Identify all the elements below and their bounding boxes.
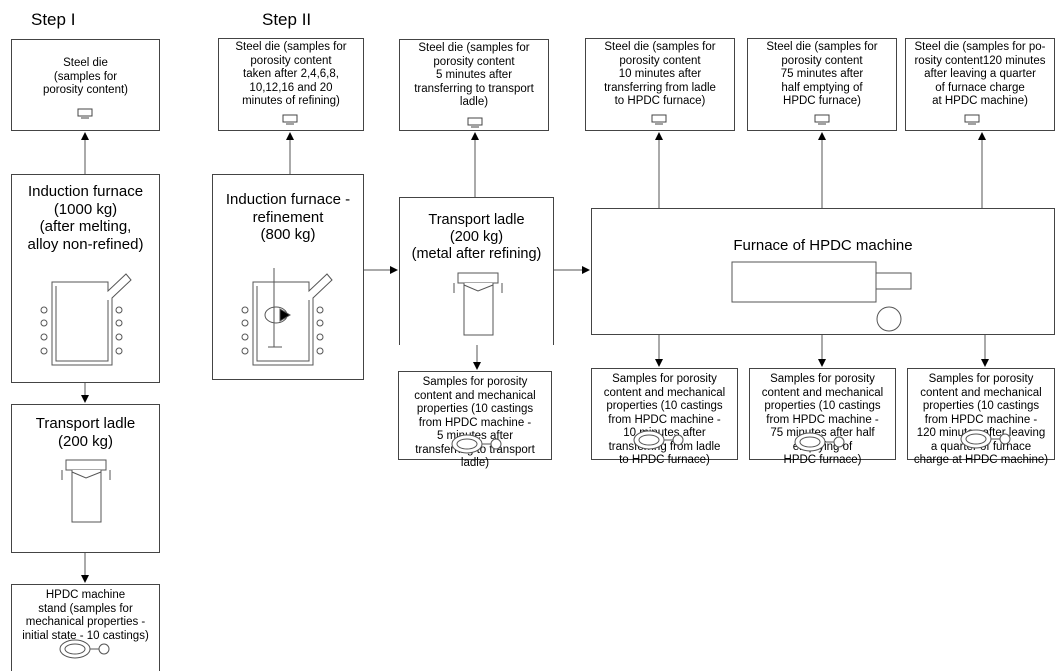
die-icon-1	[77, 108, 93, 119]
steel-die-label-1: Steel die (samples for porosity content)	[42, 57, 128, 97]
steel-die-box-6: Steel die (samples for po- rosity conten…	[905, 38, 1055, 131]
transport-ladle-1-icon	[61, 459, 111, 523]
die-icon-6	[964, 114, 980, 125]
hpdc-machine-icon	[731, 261, 912, 332]
induction-furnace-icon	[40, 273, 132, 366]
steel-die-label-5: Steel die (samples for porosity content …	[766, 41, 878, 108]
hpdc-stand-label: HPDC machine stand (samples for mechanic…	[22, 589, 149, 642]
step-1-heading: Step I	[31, 10, 76, 29]
induction-refinement-box: Induction furnace - refinement (800 kg)	[212, 174, 364, 380]
transport-ladle-2-label: Transport ladle (200 kg) (metal after re…	[411, 212, 542, 263]
steel-die-label-6: Steel die (samples for po- rosity conten…	[914, 41, 1046, 108]
transport-ladle-1-label: Transport ladle (200 kg)	[35, 415, 136, 450]
transport-ladle-1-box: Transport ladle (200 kg)	[11, 404, 160, 553]
casting-icon-samples-3	[794, 432, 845, 452]
samples-label-4: Samples for porosity content and mechani…	[913, 373, 1049, 467]
refinement-furnace-icon	[241, 268, 333, 366]
casting-icon-samples-1	[451, 434, 502, 454]
samples-label-3: Samples for porosity content and mechani…	[761, 373, 884, 467]
induction-furnace-box: Induction furnace (1000 kg) (after melti…	[11, 174, 160, 383]
die-icon-5	[814, 114, 830, 125]
die-icon-3	[467, 117, 483, 128]
die-icon-4	[651, 114, 667, 125]
steel-die-label-3: Steel die (samples for porosity content …	[414, 42, 534, 109]
die-icon-2	[282, 114, 298, 125]
casting-icon-stand	[59, 639, 110, 659]
induction-furnace-label: Induction furnace (1000 kg) (after melti…	[27, 183, 144, 254]
transport-ladle-2-icon	[453, 272, 503, 336]
casting-icon-samples-2	[633, 430, 684, 450]
steel-die-box-5: Steel die (samples for porosity content …	[747, 38, 897, 131]
step-2-heading: Step II	[262, 10, 312, 29]
hpdc-furnace-label: Furnace of HPDC machine	[733, 237, 913, 254]
steel-die-label-2: Steel die (samples for porosity content …	[235, 41, 347, 108]
induction-refinement-label: Induction furnace - refinement (800 kg)	[225, 191, 351, 244]
steel-die-box-2: Steel die (samples for porosity content …	[218, 38, 364, 131]
casting-icon-samples-4	[960, 429, 1011, 449]
steel-die-box-4: Steel die (samples for porosity content …	[585, 38, 735, 131]
steel-die-box-3: Steel die (samples for porosity content …	[399, 39, 549, 131]
hpdc-stand-box: HPDC machine stand (samples for mechanic…	[11, 584, 160, 671]
steel-die-label-4: Steel die (samples for porosity content …	[604, 41, 716, 108]
